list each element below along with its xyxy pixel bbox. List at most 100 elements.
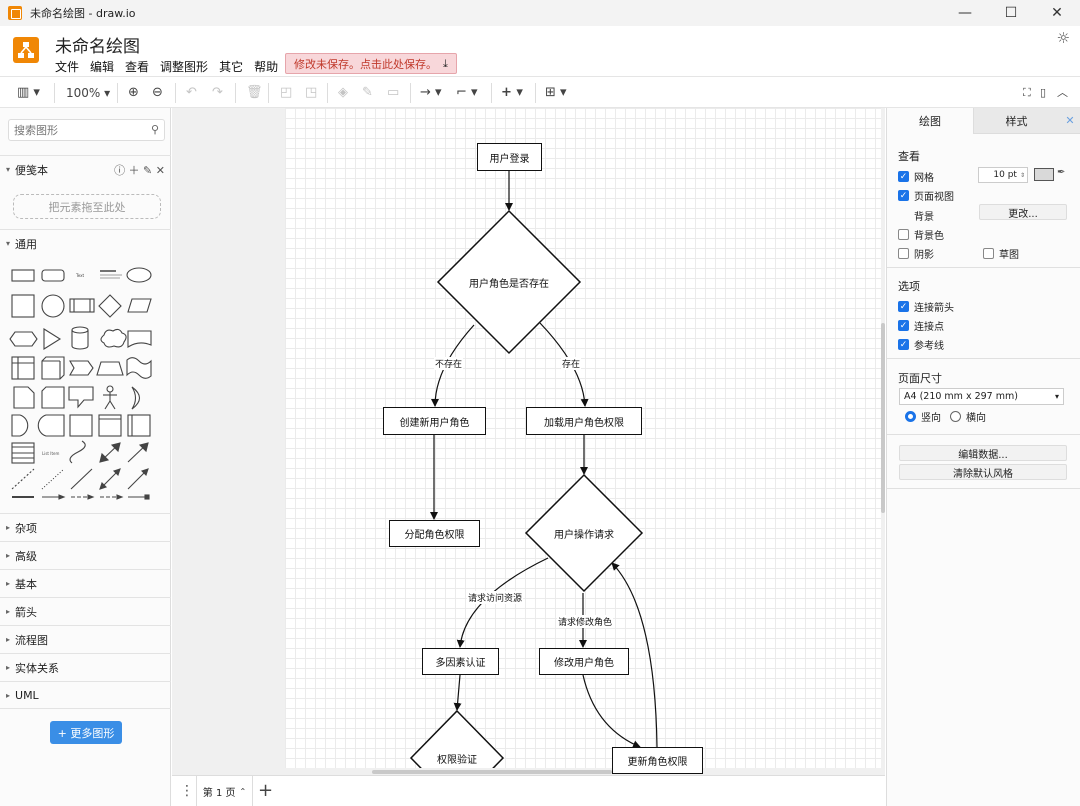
node-mfa[interactable]: 多因素认证 <box>422 648 499 675</box>
waypoints-icon[interactable]: ⌐ ▾ <box>456 85 478 100</box>
table-icon[interactable]: ⊞ ▾ <box>545 85 567 100</box>
connection-style-icon[interactable]: → ▾ <box>420 85 442 100</box>
node-role-exists-label[interactable]: 用户角色是否存在 <box>469 279 549 290</box>
menu-view[interactable]: 查看 <box>125 60 150 74</box>
grid-option[interactable]: ✓网格 <box>898 169 934 184</box>
sketch-option[interactable]: 草图 <box>983 246 1019 261</box>
fill-color-icon[interactable]: ◈ <box>338 85 348 100</box>
scratchpad-drop-zone[interactable]: 把元素拖至此处 <box>13 194 161 219</box>
node-assign-permissions[interactable]: 分配角色权限 <box>389 520 480 547</box>
minimize-button[interactable]: — <box>958 5 972 21</box>
edge-modify-to-update <box>582 674 641 748</box>
clear-default-style-button[interactable]: 清除默认风格 <box>899 464 1067 480</box>
sidebar-section-arrows[interactable]: ▸箭头 <box>0 597 171 625</box>
general-section-header[interactable]: ▾通用 <box>0 229 171 257</box>
general-shapes-palette[interactable]: Text <box>8 263 163 505</box>
menu-file[interactable]: 文件 <box>55 60 80 74</box>
connection-arrows-checkbox[interactable]: ✓ <box>898 301 909 312</box>
unsaved-changes-button[interactable]: 修改未保存。点击此处保存。 ⤓ <box>285 53 457 74</box>
menu-arrange[interactable]: 调整图形 <box>160 60 209 74</box>
grid-color-swatch[interactable] <box>1034 168 1054 181</box>
document-title[interactable]: 未命名绘图 <box>55 37 140 57</box>
redo-icon[interactable]: ↷ <box>212 85 223 100</box>
line-color-icon[interactable]: ✎ <box>362 85 373 100</box>
diagram-canvas[interactable]: 用户登录 用户角色是否存在 创建新用户角色 加载用户角色权限 分配角色权限 用户… <box>172 108 885 775</box>
insert-icon[interactable]: + ▾ <box>501 85 523 100</box>
menu-help[interactable]: 帮助 <box>254 60 279 74</box>
grid-size-input[interactable]: 10 pt⇕ <box>978 167 1028 183</box>
page-view-checkbox[interactable]: ✓ <box>898 190 909 201</box>
format-panel-toggle-icon[interactable]: ▯ <box>1040 86 1047 99</box>
node-user-login[interactable]: 用户登录 <box>477 143 542 171</box>
bg-color-checkbox[interactable] <box>898 229 909 240</box>
collapse-icon[interactable]: ︿ <box>1057 86 1068 99</box>
edge-label-exist[interactable]: 存在 <box>561 357 582 370</box>
node-load-permissions[interactable]: 加载用户角色权限 <box>526 407 642 435</box>
to-back-icon[interactable]: ◳ <box>305 85 318 100</box>
connection-points-checkbox[interactable]: ✓ <box>898 320 909 331</box>
pages-menu-icon[interactable]: ⋮ <box>180 783 194 799</box>
page-size-select[interactable]: A4 (210 mm x 297 mm)▾ <box>899 388 1064 405</box>
portrait-radio[interactable] <box>905 411 916 422</box>
page-size-section-title: 页面尺寸 <box>898 372 942 385</box>
diagram-page[interactable]: 用户登录 用户角色是否存在 创建新用户角色 加载用户角色权限 分配角色权限 用户… <box>285 108 881 774</box>
to-front-icon[interactable]: ◰ <box>280 85 293 100</box>
sidebar-section-basic[interactable]: ▸基本 <box>0 569 171 597</box>
delete-icon[interactable]: 🗑 <box>246 85 263 100</box>
chevron-up-icon[interactable]: ⌃ <box>239 786 247 796</box>
sketch-checkbox[interactable] <box>983 248 994 259</box>
sidebar-section-flowchart[interactable]: ▸流程图 <box>0 625 171 653</box>
change-background-button[interactable]: 更改... <box>979 204 1067 220</box>
connection-arrows-option[interactable]: ✓连接箭头 <box>898 299 954 314</box>
fullscreen-icon[interactable]: ⛶ <box>1023 86 1031 99</box>
horizontal-scrollbar[interactable] <box>372 770 612 774</box>
shape-search-input[interactable] <box>9 120 139 140</box>
maximize-button[interactable]: ☐ <box>1004 5 1018 21</box>
zoom-in-icon[interactable]: ⊕ <box>128 85 139 100</box>
app-header: 未命名绘图 文件 编辑 查看 调整图形 其它 帮助 修改未保存。点击此处保存。 … <box>0 26 1080 76</box>
tab-diagram[interactable]: 绘图 <box>887 108 973 134</box>
shadow-checkbox[interactable] <box>898 248 909 259</box>
shadow-option[interactable]: 阴影 <box>898 246 934 261</box>
edit-data-button[interactable]: 编辑数据... <box>899 445 1067 461</box>
page-view-option[interactable]: ✓页面视图 <box>898 188 954 203</box>
bg-color-option[interactable]: 背景色 <box>898 227 944 242</box>
more-shapes-button[interactable]: + 更多图形 <box>50 721 122 744</box>
connection-points-option[interactable]: ✓连接点 <box>898 318 944 333</box>
edge-label-request-resource[interactable]: 请求访问资源 <box>467 591 524 604</box>
add-page-button[interactable]: + <box>258 780 274 801</box>
shadow-icon[interactable]: ▭ <box>387 85 400 100</box>
panel-layout-icon[interactable]: ▥ ▾ <box>17 85 40 100</box>
edge-label-not-exist[interactable]: 不存在 <box>434 357 464 370</box>
sidebar-section-uml[interactable]: ▸UML <box>0 681 171 709</box>
theme-settings-icon[interactable]: ☼ <box>1056 29 1070 47</box>
zoom-out-icon[interactable]: ⊖ <box>152 85 163 100</box>
search-icon[interactable]: ⚲ <box>150 123 159 136</box>
guides-checkbox[interactable]: ✓ <box>898 339 909 350</box>
grid-checkbox[interactable]: ✓ <box>898 171 909 182</box>
vertical-scrollbar[interactable] <box>881 323 885 513</box>
node-create-role[interactable]: 创建新用户角色 <box>383 407 486 435</box>
scratchpad-header[interactable]: ▾便笺本 ⓘ ＋ ✎ ✕ <box>0 155 171 183</box>
tab-style[interactable]: 样式 <box>973 108 1059 134</box>
close-window-button[interactable]: ✕ <box>1051 5 1063 21</box>
page-tabs-bar: ⋮ 第 1 页 ⌃ + <box>172 775 885 806</box>
node-user-operation-label[interactable]: 用户操作请求 <box>554 530 614 541</box>
close-panel-icon[interactable]: ✕ <box>1059 108 1080 134</box>
menu-edit[interactable]: 编辑 <box>90 60 115 74</box>
landscape-radio[interactable] <box>950 411 961 422</box>
page-tab-1[interactable]: 第 1 页 ⌃ <box>196 776 253 806</box>
sidebar-section-misc[interactable]: ▸杂项 <box>0 513 171 541</box>
eyedropper-icon[interactable]: ✒ <box>1057 167 1066 178</box>
sidebar-section-er[interactable]: ▸实体关系 <box>0 653 171 681</box>
node-update-permissions[interactable]: 更新角色权限 <box>612 747 703 774</box>
scratchpad-tools[interactable]: ⓘ ＋ ✎ ✕ <box>114 163 165 177</box>
guides-option[interactable]: ✓参考线 <box>898 337 944 352</box>
sidebar-section-advanced[interactable]: ▸高级 <box>0 541 171 569</box>
node-perm-verify-label[interactable]: 权限验证 <box>437 755 477 766</box>
node-modify-role[interactable]: 修改用户角色 <box>539 648 629 675</box>
zoom-select[interactable]: 100% ▾ <box>66 86 111 100</box>
edge-label-request-modify[interactable]: 请求修改角色 <box>557 615 614 628</box>
menu-extras[interactable]: 其它 <box>219 60 244 74</box>
undo-icon[interactable]: ↶ <box>186 85 197 100</box>
